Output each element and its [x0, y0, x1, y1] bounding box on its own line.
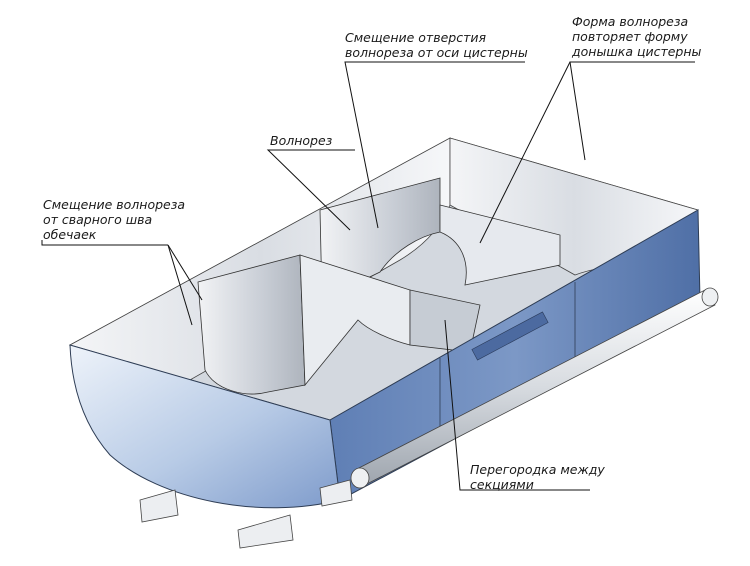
callout-line: Перегородка между: [470, 462, 605, 477]
support-pipe: [350, 287, 719, 489]
callout-line: волнореза от оси цистерны: [345, 45, 528, 60]
front-end-wall: [69, 344, 341, 509]
nameplate: [471, 311, 549, 361]
callout-offset-hole: Смещение отверстия волнореза от оси цист…: [345, 30, 528, 60]
callout-offset-weld: Смещение волнореза от сварного шва обеча…: [43, 197, 185, 242]
callout-line: от сварного шва: [43, 212, 153, 227]
tank-shell: [69, 209, 701, 509]
callout-line: обечаек: [43, 227, 97, 242]
callout-line: донышка цистерны: [572, 44, 702, 59]
callout-line: Смещение отверстия: [345, 30, 486, 45]
callout-breakwater: Волнорез: [270, 133, 332, 148]
leader-offset-hole: [344, 61, 525, 229]
callout-line: Волнорез: [270, 133, 333, 148]
callout-line: повторяет форму: [572, 29, 688, 44]
leader-partition: [444, 319, 590, 491]
callout-shape: Форма волнореза повторяет форму донышка …: [572, 14, 701, 59]
breakwater-near: [197, 254, 306, 395]
leader-shape: [569, 61, 695, 161]
callout-line: секциями: [470, 477, 534, 492]
callout-line: Форма волнореза: [572, 14, 689, 29]
breakwater-far-right: [439, 204, 561, 286]
support-feet: [139, 479, 353, 549]
leader-offset-weld: [41, 240, 168, 246]
leader-offset-weld-1: [167, 244, 193, 326]
callout-line: Смещение волнореза: [43, 197, 186, 212]
leader-offset-weld-2: [167, 244, 203, 301]
breakwaters: [197, 177, 561, 395]
leader-breakwater: [266, 149, 355, 231]
callout-partition: Перегородка между секциями: [470, 462, 605, 492]
leader-shape-2: [479, 61, 571, 244]
leader-lines: [41, 61, 695, 491]
